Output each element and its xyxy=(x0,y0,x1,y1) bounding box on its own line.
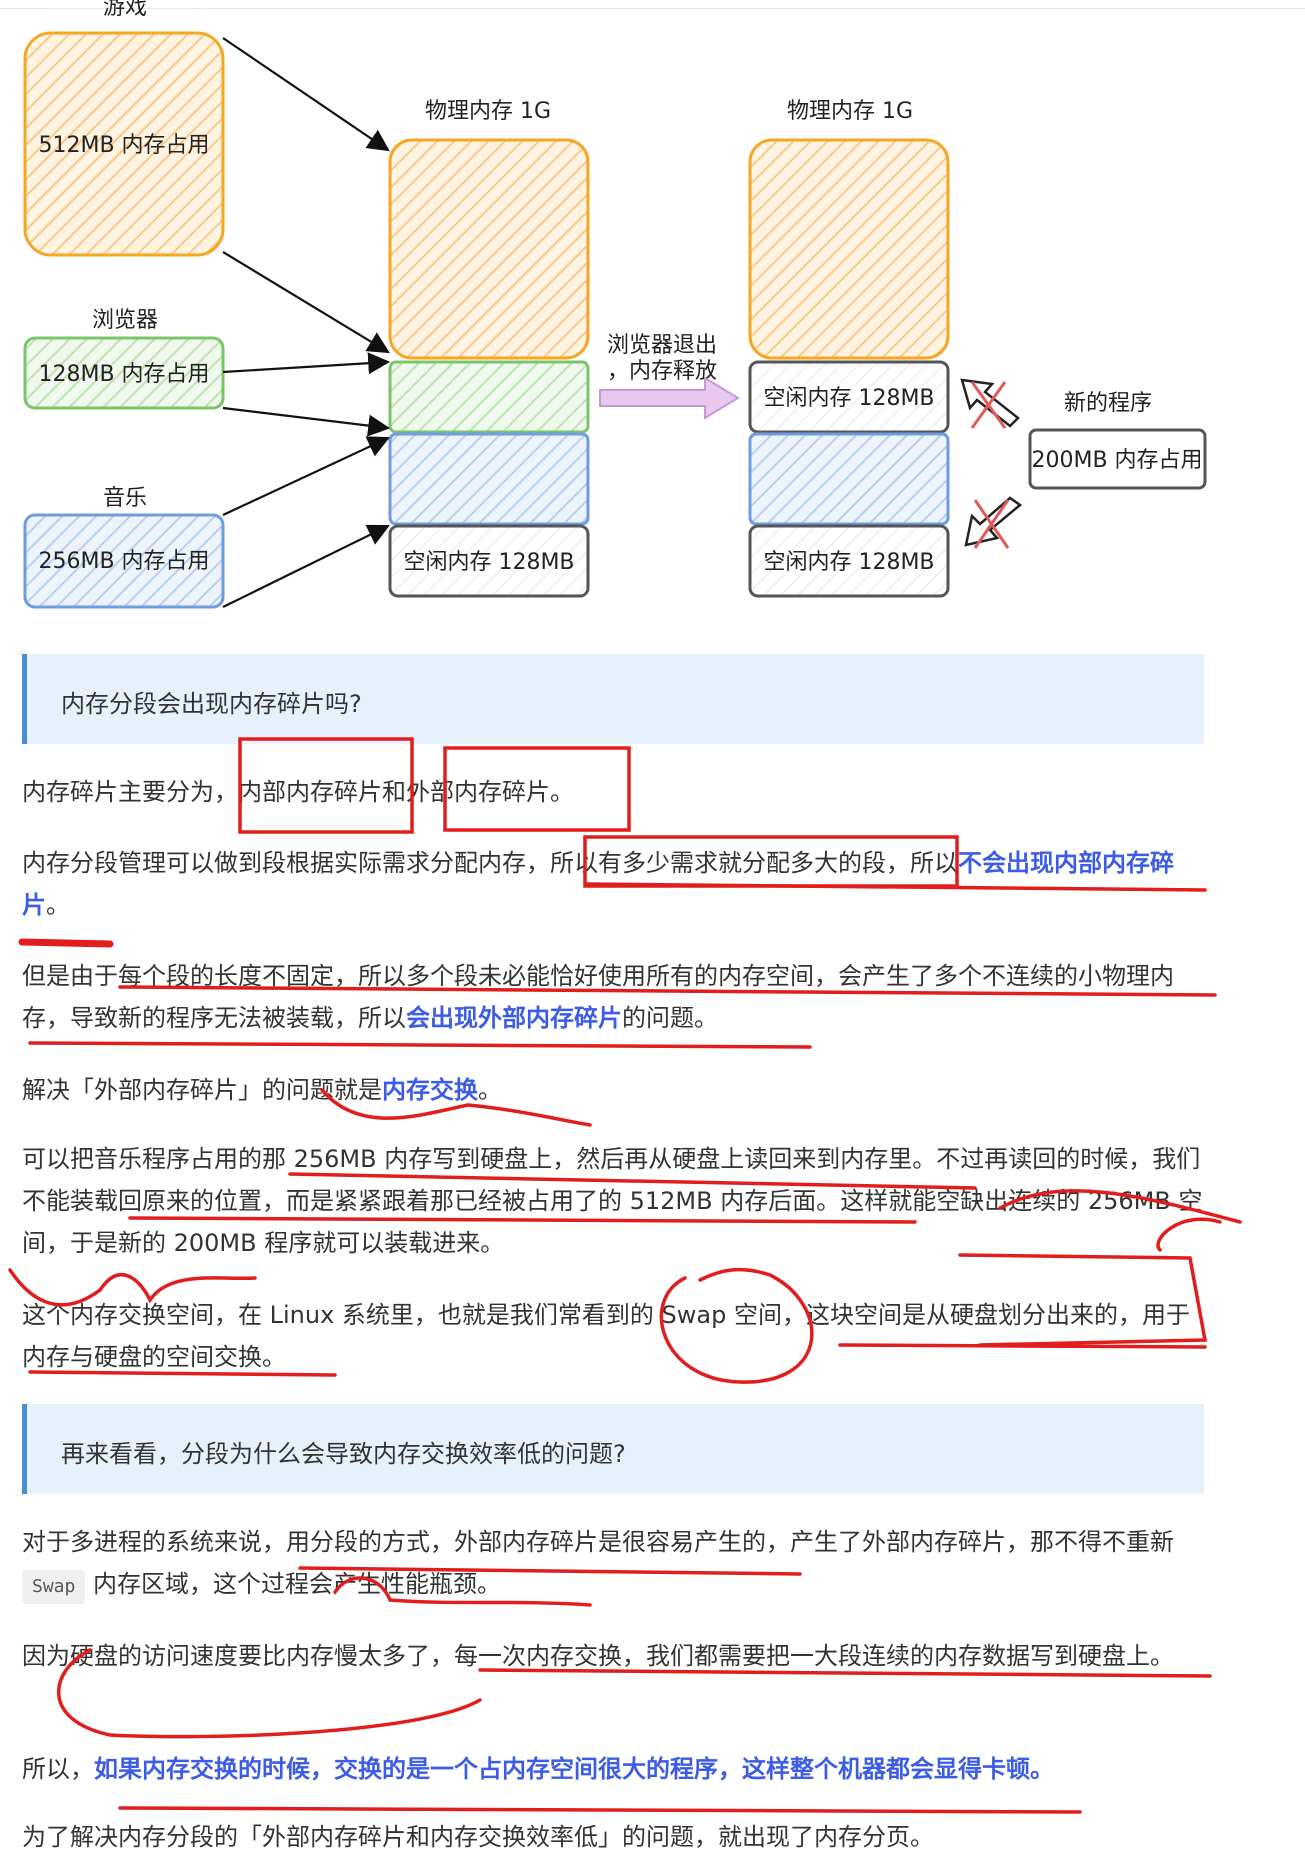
release-arrow-icon xyxy=(599,376,740,420)
paragraph-swap-process: 可以把音乐程序占用的那 256MB 内存写到硬盘上，然后再从硬盘上读回来到内存里… xyxy=(22,1145,1203,1257)
game-memory-block xyxy=(23,31,225,257)
physical-memory-title-left: 物理内存 1G xyxy=(425,99,551,124)
music-title: 音乐 xyxy=(103,486,147,511)
phys-right-music-segment xyxy=(748,432,950,526)
phys-right-free-bottom-label: 空闲内存 128MB xyxy=(763,550,934,575)
phys-left-free-label: 空闲内存 128MB xyxy=(403,550,574,575)
new-program-block xyxy=(1028,428,1207,490)
paragraph-disk-speed: 因为硬盘的访问速度要比内存慢太多了，每一次内存交换，我们都需要把一大段连续的内存… xyxy=(22,1642,1174,1670)
paragraph-swap-space: 这个内存交换空间，在 Linux 系统里，也就是我们常看到的 Swap 空间，这… xyxy=(22,1301,1190,1371)
inline-code-swap: Swap xyxy=(22,1570,86,1604)
phys-left-browser-segment xyxy=(388,360,590,434)
music-memory-label: 256MB 内存占用 xyxy=(38,549,209,574)
paragraph-multiprocess: 对于多进程的系统来说，用分段的方式，外部内存碎片是很容易产生的，产生了外部内存碎… xyxy=(22,1521,1212,1605)
game-memory-label: 512MB 内存占用 xyxy=(38,133,209,158)
blockquote-text: 再来看看，分段为什么会导致内存交换效率低的问题? xyxy=(61,1440,626,1468)
paragraph-conclusion: 所以，如果内存交换的时候，交换的是一个占内存空间很大的程序，这样整个机器都会显得… xyxy=(22,1755,1054,1783)
phys-left-game-segment xyxy=(388,138,590,360)
phys-right-free-top-label: 空闲内存 128MB xyxy=(763,386,934,411)
new-program-title: 新的程序 xyxy=(1064,391,1152,416)
blockquote-fragmentation-question: 内存分段会出现内存碎片吗? xyxy=(22,654,1204,744)
paragraph-solution: 解决「外部内存碎片」的问题就是内存交换。 xyxy=(22,1076,502,1104)
browser-memory-label: 128MB 内存占用 xyxy=(38,362,209,387)
paragraph-segment-management: 内存分段管理可以做到段根据实际需求分配内存，所以有多少需求就分配多大的段，所以不… xyxy=(22,849,1174,919)
paragraph-fragment-types: 内存碎片主要分为，内部内存碎片和外部内存碎片。 xyxy=(22,778,574,806)
phys-right-free-bottom-segment xyxy=(748,524,950,598)
phys-left-music-segment xyxy=(388,432,590,526)
browser-memory-block xyxy=(23,336,225,410)
highlight-lag: 如果内存交换的时候，交换的是一个占内存空间很大的程序，这样整个机器都会显得卡顿。 xyxy=(94,1755,1054,1783)
highlight-no-internal-fragment: 不会出现内部内存碎片 xyxy=(22,849,1174,919)
blocked-arrow-bottom-icon xyxy=(964,496,1023,549)
browser-exit-label-2: ，内存释放 xyxy=(607,359,717,384)
external-fragment-term: 外部内存碎片 xyxy=(406,778,550,806)
highlight-memory-swap: 内存交换 xyxy=(382,1076,478,1104)
top-divider xyxy=(0,0,1305,9)
blockquote-swap-efficiency-question: 再来看看，分段为什么会导致内存交换效率低的问题? xyxy=(22,1404,1204,1494)
blocked-arrow-top-icon xyxy=(960,378,1020,429)
blockquote-text: 内存分段会出现内存碎片吗? xyxy=(61,690,362,718)
paragraph-external-fragment: 但是由于每个段的长度不固定，所以多个段未必能恰好使用所有的内存空间，会产生了多个… xyxy=(22,962,1174,1032)
browser-title: 浏览器 xyxy=(92,308,158,333)
physical-memory-title-right: 物理内存 1G xyxy=(787,99,913,124)
browser-exit-label-1: 浏览器退出 xyxy=(607,333,717,358)
phys-right-game-segment xyxy=(748,138,950,360)
new-program-label: 200MB 内存占用 xyxy=(1031,448,1202,473)
paragraph-paging-intro: 为了解决内存分段的「外部内存碎片和内存交换效率低」的问题，就出现了内存分页。 xyxy=(22,1823,934,1851)
game-title: 游戏 xyxy=(103,0,147,20)
phys-right-free-top-segment xyxy=(748,360,950,434)
memory-segmentation-diagram: 游戏 512MB 内存占用 浏览器 128MB 内存占用 音乐 256MB 内存… xyxy=(23,0,1207,609)
internal-fragment-term: 内部内存碎片 xyxy=(238,778,382,806)
highlight-external-fragment: 会出现外部内存碎片 xyxy=(406,1004,622,1032)
music-memory-block xyxy=(23,513,225,609)
phys-left-free-segment xyxy=(388,524,590,598)
